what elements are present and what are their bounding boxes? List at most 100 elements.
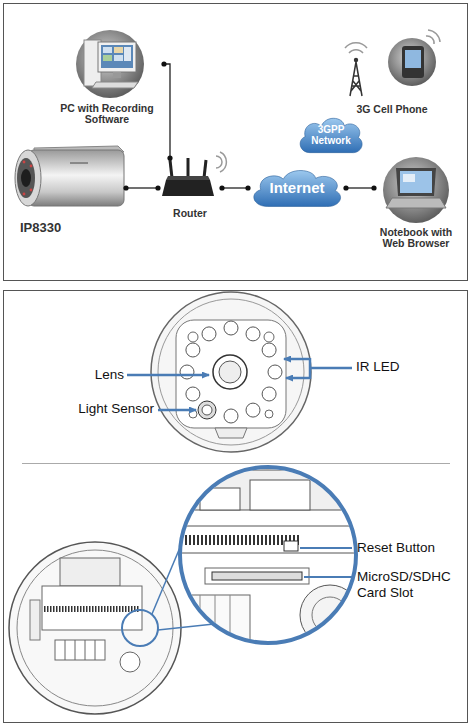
network-cloud: Internet <box>248 166 346 210</box>
device-label: PC with Recording Software <box>51 103 163 127</box>
cell-tower-icon <box>345 43 367 96</box>
pc-icon <box>103 55 112 61</box>
zoom-detail <box>158 624 214 630</box>
camera-icon <box>21 169 31 187</box>
device-label: Router <box>160 208 220 220</box>
cell-phone-icon <box>388 38 436 86</box>
device-node: Router <box>158 158 222 220</box>
camera-inside-view <box>30 600 40 640</box>
pc-icon <box>76 30 144 98</box>
device-node: IP8330 <box>8 136 126 236</box>
router-icon <box>162 152 226 196</box>
router-icon <box>187 158 190 178</box>
router-icon <box>162 180 214 196</box>
part-label: Lens <box>56 367 124 383</box>
pc-icon <box>114 47 123 53</box>
panel-frame <box>4 4 468 723</box>
cell-tower-icon <box>354 58 358 62</box>
camera-front-view <box>202 405 212 415</box>
network-link <box>346 187 374 188</box>
camera-icon <box>15 146 124 206</box>
camera-icon <box>23 193 26 196</box>
device-node: 3G Cell Phone <box>338 36 446 116</box>
notebook-icon <box>403 174 415 182</box>
router-icon <box>204 160 206 178</box>
device-node: Notebook with Web Browser <box>374 154 458 250</box>
cell-phone-icon <box>428 30 440 42</box>
leader-line <box>284 358 310 361</box>
pc-icon <box>92 82 138 88</box>
router-icon <box>166 176 210 180</box>
camera-icon <box>28 150 124 206</box>
camera-front-view <box>224 409 238 423</box>
network-cloud: 3GPP Network <box>296 114 366 156</box>
camera-icon <box>17 158 35 198</box>
camera-front-view <box>151 292 311 452</box>
cell-tower-icon <box>350 62 362 96</box>
zoom-detail <box>284 541 298 551</box>
device-label: 3G Cell Phone <box>342 104 442 116</box>
leader-line <box>127 374 209 377</box>
pc-icon <box>114 55 123 61</box>
camera-front-view <box>246 327 260 341</box>
camera-front-view <box>268 365 282 379</box>
camera-front-view <box>213 355 247 389</box>
zoom-detail <box>304 576 352 578</box>
device-label: IP8330 <box>20 221 120 236</box>
zoom-detail <box>185 535 300 545</box>
notebook-icon <box>400 171 432 193</box>
camera-front-view <box>188 332 198 342</box>
camera-inside-view <box>17 550 173 706</box>
camera-front-view <box>202 327 216 341</box>
leader-line <box>158 409 196 412</box>
router-icon <box>216 156 222 168</box>
pc-icon <box>124 47 131 61</box>
cell-tower-icon <box>345 43 367 48</box>
notebook-icon <box>396 168 436 196</box>
part-label: IR LED <box>356 359 446 375</box>
zoom-detail <box>180 553 360 554</box>
pc-icon <box>103 47 112 53</box>
router-icon <box>220 152 226 172</box>
cloud-outline <box>300 118 362 152</box>
zoom-detail <box>180 526 360 527</box>
leader-line <box>310 367 352 370</box>
camera-front-view <box>265 410 273 418</box>
cell-phone-icon <box>426 36 434 44</box>
device-node: PC with Recording Software <box>50 32 164 126</box>
camera-inside-view <box>120 652 140 672</box>
pc-icon <box>98 42 136 72</box>
part-label: Reset Button <box>357 540 465 556</box>
pc-icon <box>76 30 144 98</box>
zoom-detail <box>250 480 310 510</box>
leader-line <box>127 358 352 410</box>
camera-front-view <box>215 428 247 438</box>
camera-front-view <box>180 365 194 379</box>
camera-inside-view <box>42 586 142 630</box>
camera-icon <box>15 150 41 206</box>
pc-icon <box>101 45 133 68</box>
camera-front-view <box>264 332 274 342</box>
camera-front-view <box>158 299 304 445</box>
camera-front-view <box>262 387 276 401</box>
camera-icon <box>30 165 33 168</box>
notebook-icon <box>383 157 449 223</box>
network-link <box>222 187 248 188</box>
camera-front-view <box>219 361 241 383</box>
zoom-detail <box>180 467 356 643</box>
panel-frame <box>4 291 468 723</box>
part-label: MicroSD/SDHC Card Slot <box>357 569 461 601</box>
zoom-detail <box>122 467 360 646</box>
router-icon <box>170 160 172 178</box>
camera-front-view <box>186 343 200 357</box>
panel-frame <box>4 4 468 281</box>
zoom-detail <box>122 610 158 646</box>
camera-inside-view <box>65 640 95 660</box>
camera-front-view <box>262 343 276 357</box>
camera-front-view <box>186 387 200 401</box>
cell-phone-icon <box>405 50 421 68</box>
device-label: Notebook with Web Browser <box>370 227 462 251</box>
camera-icon <box>70 162 88 164</box>
pc-icon <box>113 72 121 78</box>
cloud-label: 3GPP Network <box>303 124 359 146</box>
